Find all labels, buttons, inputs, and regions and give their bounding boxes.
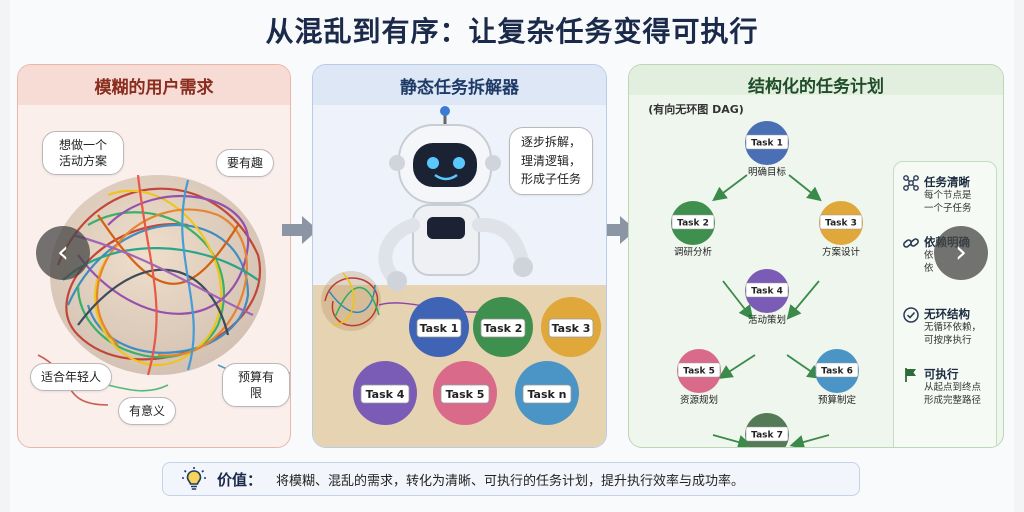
dag-node-tag	[671, 214, 715, 230]
bubble-fun: 要有趣	[216, 149, 275, 178]
arrow-right-icon	[282, 216, 318, 244]
dag-node-task: Task 1	[751, 139, 783, 149]
dag-node: Task 6 预算制定	[815, 349, 859, 406]
panel1-heading: 模糊的用户需求	[18, 65, 290, 105]
footer-key: 价值：	[217, 470, 263, 489]
carousel-next-button[interactable]: ›	[934, 226, 988, 280]
dag-edges	[712, 174, 830, 447]
footer-value: 将模糊、混乱的需求，转化为清晰、可执行的任务计划，提升执行效率与成功率。	[276, 473, 745, 489]
dag-legend: 任务清晰 每个节点是 一个子任务 依赖明确 依 依 无环结构 无循环依赖， 可按…	[893, 161, 997, 447]
check-circle-icon	[903, 307, 919, 323]
robot	[378, 106, 533, 291]
chevron-left-icon: ‹	[57, 235, 69, 270]
dag-node-label: 活动策划	[748, 314, 786, 326]
tangled-yarn-ball	[37, 174, 290, 406]
network-icon	[903, 175, 919, 191]
legend-title: 任务清晰	[924, 175, 970, 189]
dag-node-tag	[745, 134, 789, 150]
bubble-activity-plan: 想做一个 活动方案	[42, 131, 124, 176]
dag-nodes: Task 1 明确目标 Task 2 调研分析 Task 3 方案设计 Task 4 活动策划…	[671, 121, 863, 447]
dag-node-tag	[677, 362, 721, 378]
value-footer: 价值： 将模糊、混乱的需求，转化为清晰、可执行的任务计划，提升执行效率与成功率。	[162, 462, 860, 496]
dag-node-tag	[815, 362, 859, 378]
ball-label-task3: Task 3	[552, 322, 591, 335]
panel-static-decomposer: 静态任务拆解器	[312, 64, 607, 448]
ball-label-task4: Task 4	[366, 388, 405, 401]
legend-desc: 从起点到终点 形成完整路径	[924, 382, 982, 406]
dag-node-task: Task 5	[683, 367, 715, 377]
bubble-meaningful: 有意义	[118, 397, 177, 426]
dag-node-label: 预算制定	[818, 394, 857, 406]
legend-title: 无环结构	[924, 307, 970, 321]
carousel-prev-button[interactable]: ‹	[36, 226, 90, 280]
dag-node: Task 7执行与复盘	[745, 413, 789, 447]
panel3-heading: 结构化的任务计划	[629, 65, 1003, 97]
lightbulb-icon	[182, 467, 206, 490]
panel2-heading: 静态任务拆解器	[313, 65, 606, 105]
bubble-limited-budget: 预算有限	[222, 363, 290, 408]
dag-node-task: Task 6	[821, 367, 853, 377]
robot-scene: Task 1 Task 2 Task 3 Task 4 Task 5 Task …	[313, 106, 606, 447]
legend-desc: 依 依	[924, 250, 934, 274]
dag-node-task: Task 4	[751, 287, 783, 297]
dag-node: Task 4 活动策划	[745, 269, 789, 326]
dag-diagram: Task 1 明确目标 Task 2 调研分析 Task 3 方案设计 Task 4 活动策划…	[671, 121, 863, 447]
dag-node: Task 3 方案设计	[819, 201, 863, 258]
legend-item-clear: 任务清晰 每个节点是 一个子任务	[902, 174, 994, 216]
ball-label-task5: Task 5	[446, 388, 485, 401]
dag-node: Task 2 调研分析	[671, 201, 715, 258]
dag-node-label: 调研分析	[674, 246, 713, 258]
dag-node-task: Task 7	[751, 431, 783, 441]
dag-node-tag	[819, 214, 863, 230]
link-icon	[903, 238, 919, 248]
legend-item-acyclic: 无环结构 无循环依赖， 可按序执行	[902, 306, 994, 348]
dag-node-task: Task 2	[677, 219, 709, 229]
dag-node-tag	[745, 282, 789, 298]
dag-node: Task 5 资源规划	[677, 349, 721, 406]
legend-item-executable: 可执行 从起点到终点 形成完整路径	[902, 366, 994, 408]
dag-node-label: 方案设计	[822, 246, 861, 258]
ball-label-task1: Task 1	[420, 322, 459, 335]
panel3-subheading: (有向无环图 DAG)	[648, 103, 744, 116]
arrow-right-icon	[600, 216, 636, 244]
dag-node-label: 资源规划	[680, 394, 718, 406]
panel-vague-requirements: 模糊的用户需求 想做一个 活动方案	[17, 64, 291, 448]
flag-icon	[905, 368, 916, 382]
robot-speech-bubble: 逐步拆解， 理清逻辑， 形成子任务	[509, 127, 593, 195]
ball-label-task2: Task 2	[484, 322, 523, 335]
legend-title: 可执行	[924, 367, 959, 381]
dag-node-task: Task 3	[825, 219, 857, 229]
page-title: 从混乱到有序：让复杂任务变得可执行	[265, 15, 759, 48]
bubble-young-people: 适合年轻人	[30, 363, 113, 392]
ball-label-taskn: Task n	[527, 388, 566, 401]
chevron-right-icon: ›	[955, 235, 967, 270]
dag-node-tag	[745, 426, 789, 442]
legend-desc: 无循环依赖， 可按序执行	[924, 322, 982, 346]
dag-node: Task 1 明确目标	[745, 121, 789, 178]
dag-node-label: 明确目标	[748, 166, 787, 178]
yarn-balls: Task 1 Task 2 Task 3 Task 4 Task 5 Task …	[353, 297, 601, 425]
legend-desc: 每个节点是 一个子任务	[924, 190, 972, 214]
